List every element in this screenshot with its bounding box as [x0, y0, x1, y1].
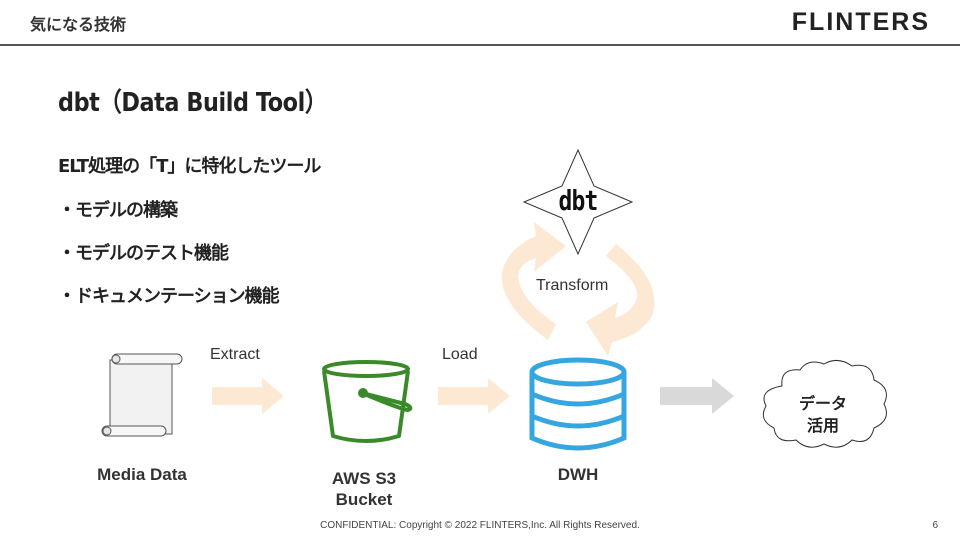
footer-copyright: CONFIDENTIAL: Copyright © 2022 FLINTERS,…: [320, 520, 640, 531]
extract-arrow: [212, 378, 284, 414]
load-label: Load: [442, 346, 478, 363]
slide-title: dbt（Data Build Tool）: [58, 88, 327, 118]
bullet-item: ・モデルのテスト機能: [58, 243, 229, 264]
transform-label: Transform: [536, 277, 609, 294]
s3-bucket-icon: [322, 360, 413, 443]
s3-label-line1: AWS S3: [331, 469, 397, 488]
curved-arrow-up-left: [501, 222, 566, 340]
extract-label: Extract: [210, 346, 260, 363]
section-title: 気になる技術: [30, 15, 127, 34]
load-arrow: [438, 378, 510, 414]
bullet-item: ・ドキュメンテーション機能: [58, 286, 280, 307]
usage-label-line1: データ: [798, 394, 847, 413]
page-number: 6: [932, 520, 938, 531]
s3-label-line2: Bucket: [335, 490, 393, 509]
cloud-shape: [762, 360, 887, 448]
media-data-label: Media Data: [97, 465, 187, 484]
database-icon: [529, 357, 627, 451]
dwh-label: DWH: [557, 465, 599, 484]
bullet-item: ELT処理の「T」に特化したツール: [58, 156, 321, 177]
dbt-logo-text: dbt: [558, 184, 598, 217]
curved-arrow-down-right: [586, 244, 655, 356]
document-scroll-icon: [101, 353, 183, 437]
transform-cycle-arrows: [501, 222, 655, 356]
usage-arrow: [660, 378, 734, 414]
brand-logo: FLINTERS: [791, 8, 930, 36]
usage-label-line2: 活用: [806, 416, 839, 435]
header-divider: [0, 44, 960, 46]
bullet-item: ・モデルの構築: [58, 200, 178, 221]
dbt-star-shape: [522, 148, 634, 256]
